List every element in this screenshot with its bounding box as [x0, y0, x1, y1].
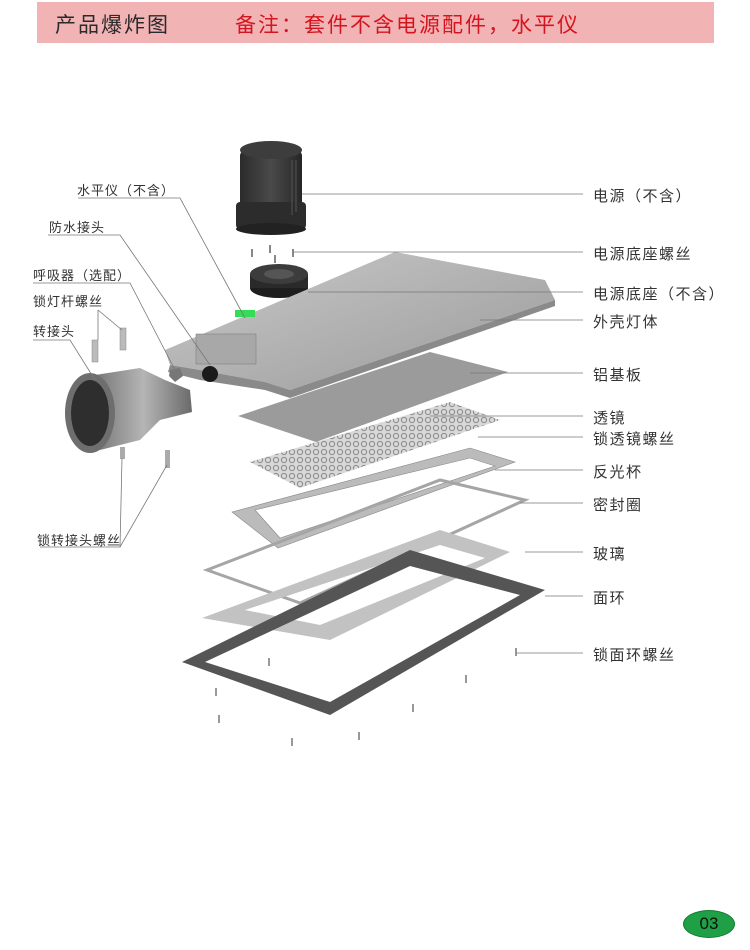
- label-reflector: 反光杯: [593, 463, 643, 481]
- label-adapter: 转接头: [33, 325, 76, 340]
- reflector-part: [231, 447, 516, 549]
- page-number: 03: [699, 914, 719, 933]
- power-base-screws-part: [251, 245, 294, 263]
- power-supply-part: [236, 141, 306, 235]
- lens-part: [250, 402, 500, 488]
- breather-part: [169, 368, 183, 382]
- label-power-supply: 电源（不含）: [593, 187, 693, 205]
- label-face-ring: 面环: [593, 589, 627, 607]
- page-number-badge: 03: [683, 910, 735, 938]
- aluminum-pcb-part: [238, 352, 508, 442]
- header-banner: 产品爆炸图 备注：套件不含电源配件，水平仪: [37, 2, 714, 43]
- label-breather: 呼吸器（选配）: [33, 269, 132, 284]
- face-ring-screws-part: [215, 648, 517, 746]
- label-power-base: 电源底座（不含）: [593, 285, 726, 303]
- label-pole-screws: 锁灯杆螺丝: [33, 295, 104, 310]
- label-seal-ring: 密封圈: [593, 496, 643, 514]
- label-lens: 透镜: [593, 409, 627, 427]
- label-housing: 外壳灯体: [593, 313, 660, 331]
- face-ring-part: [182, 550, 545, 715]
- leader-lines-right: [293, 193, 583, 654]
- label-lens-screws: 锁透镜螺丝: [593, 430, 676, 448]
- label-spirit-level: 水平仪（不含）: [77, 184, 176, 199]
- label-aluminum-pcb: 铝基板: [593, 366, 643, 384]
- adapter-screws-part: [120, 447, 170, 468]
- label-glass: 玻璃: [593, 545, 627, 563]
- label-adapter-screws: 锁转接头螺丝: [37, 534, 122, 549]
- waterproof-connector-part: [202, 366, 218, 382]
- page-title: 产品爆炸图: [55, 13, 170, 37]
- label-face-ring-screws: 锁面环螺丝: [593, 646, 676, 664]
- adapter-part: [65, 368, 192, 453]
- label-waterproof-connector: 防水接头: [49, 221, 106, 236]
- header-note: 备注：套件不含电源配件，水平仪: [235, 13, 580, 37]
- glass-part: [202, 530, 510, 640]
- leader-lines-left: [33, 197, 246, 548]
- power-base-part: [250, 264, 308, 298]
- pole-screws-part: [91, 327, 127, 363]
- label-power-base-screws: 电源底座螺丝: [593, 245, 693, 263]
- seal-ring-part: [202, 478, 530, 605]
